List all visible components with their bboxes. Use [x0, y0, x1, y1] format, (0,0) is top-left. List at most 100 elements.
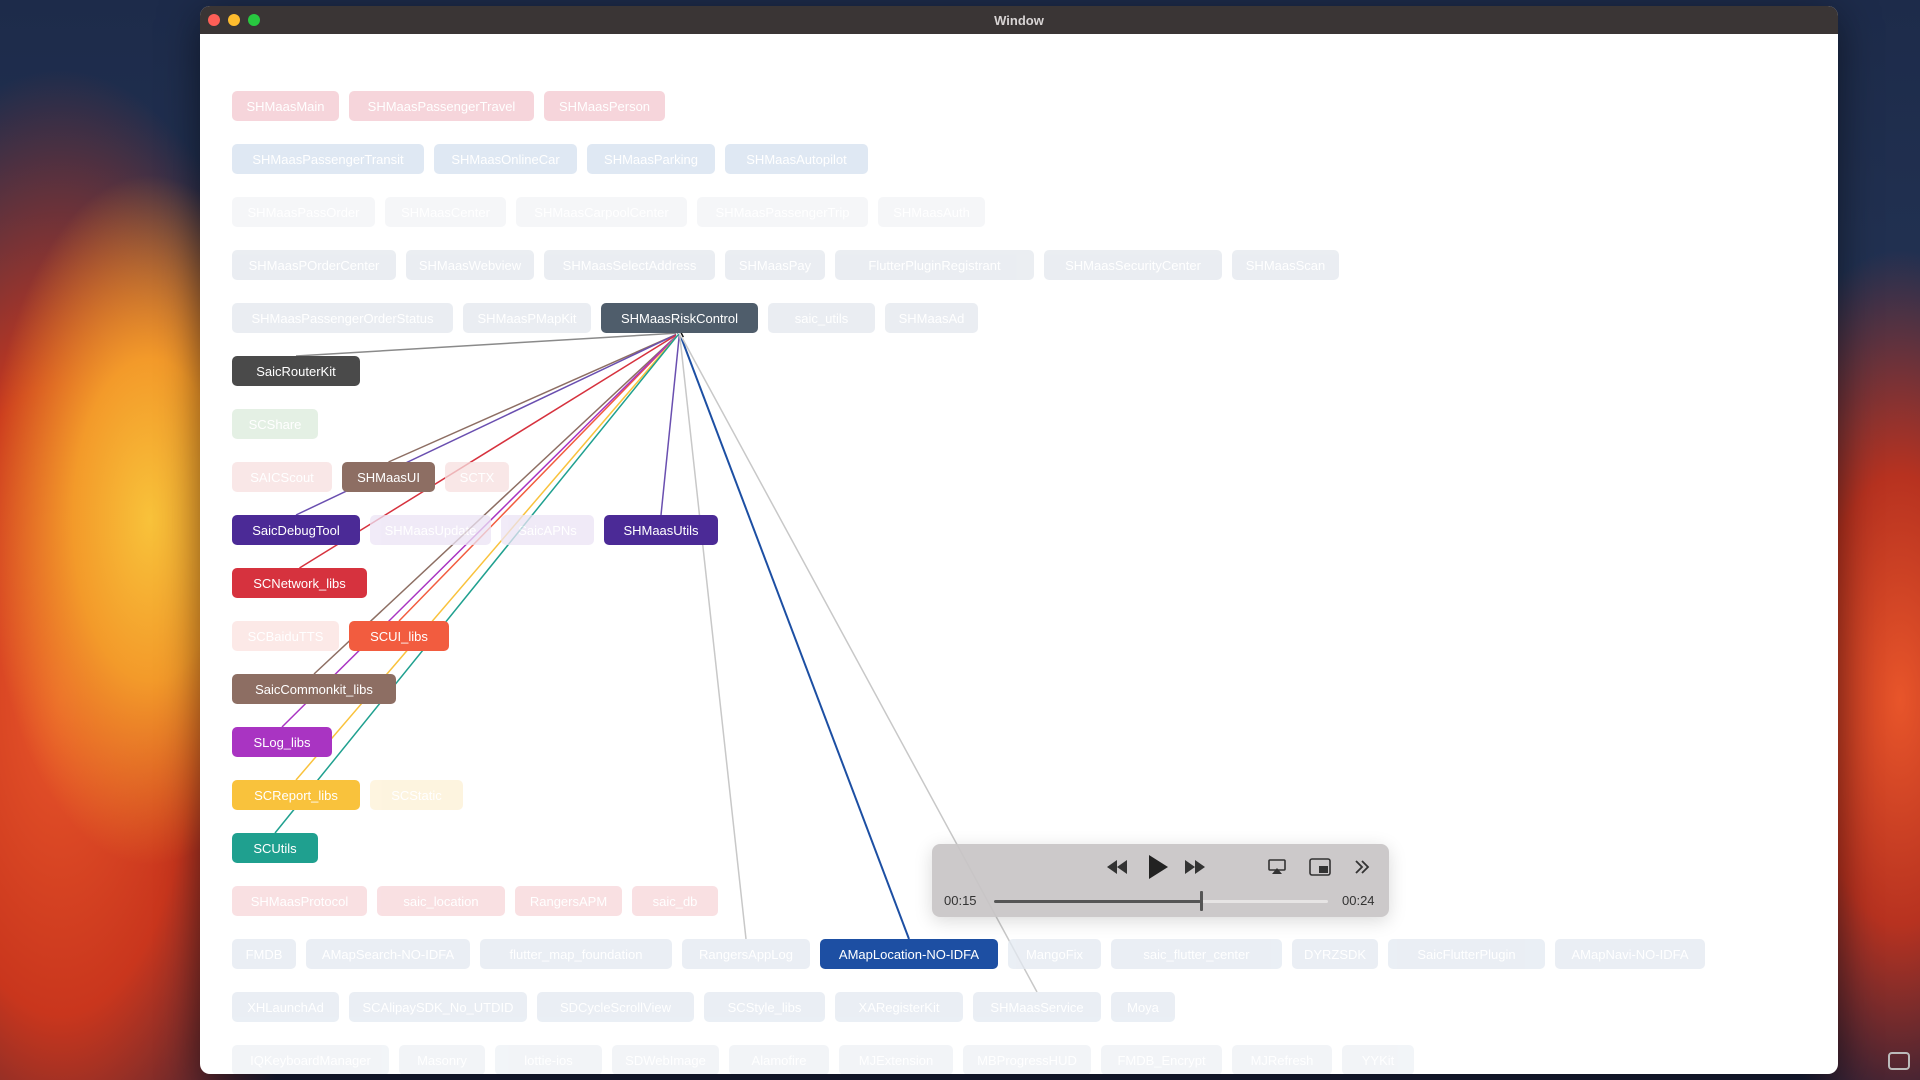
graph-node[interactable]: XHLaunchAd	[232, 992, 339, 1022]
graph-node[interactable]: SCUtils	[232, 833, 318, 863]
graph-node[interactable]: SHMaasService	[973, 992, 1101, 1022]
rewind-button[interactable]	[1102, 854, 1132, 880]
graph-node[interactable]: SHMaasPerson	[544, 91, 665, 121]
graph-node[interactable]: DYRZSDK	[1292, 939, 1378, 969]
graph-node[interactable]: SCAlipaySDK_No_UTDID	[349, 992, 527, 1022]
graph-node[interactable]: SaicAPNs	[501, 515, 594, 545]
video-player-controls: 00:15 00:24	[932, 844, 1389, 917]
graph-node[interactable]: SaicRouterKit	[232, 356, 360, 386]
graph-node[interactable]: SHMaasPassengerTravel	[349, 91, 534, 121]
graph-node[interactable]: SHMaasCenter	[385, 197, 506, 227]
play-button[interactable]	[1142, 850, 1174, 884]
graph-node[interactable]: YYKit	[1342, 1045, 1414, 1074]
graph-node[interactable]: SHMaasScan	[1232, 250, 1339, 280]
graph-node[interactable]: SHMaasSecurityCenter	[1044, 250, 1222, 280]
graph-node[interactable]: SHMaasPay	[725, 250, 825, 280]
graph-node[interactable]: SHMaasWebview	[406, 250, 534, 280]
graph-node[interactable]: SLog_libs	[232, 727, 332, 757]
dependency-graph: SHMaasMain SHMaasPassengerTravel SHMaasPer…	[200, 34, 1838, 1074]
graph-node[interactable]: SDWebImage	[612, 1045, 719, 1074]
graph-node[interactable]: SHMaasCarpoolCenter	[516, 197, 687, 227]
graph-node[interactable]: lottie-ios	[495, 1045, 602, 1074]
graph-node[interactable]: SCBaiduTTS	[232, 621, 339, 651]
graph-node[interactable]: AMapSearch-NO-IDFA	[306, 939, 470, 969]
airplay-button[interactable]	[1266, 856, 1288, 878]
graph-node[interactable]: SHMaasRiskControl	[601, 303, 758, 333]
graph-node[interactable]: SAICScout	[232, 462, 332, 492]
dependency-edge	[678, 332, 910, 940]
graph-node[interactable]: XARegisterKit	[835, 992, 963, 1022]
dependency-edge	[388, 332, 680, 463]
graph-node[interactable]: SHMaasUtils	[604, 515, 718, 545]
progress-fill	[994, 900, 1202, 903]
graph-node[interactable]: SHMaasPassOrder	[232, 197, 375, 227]
maximize-button[interactable]	[248, 14, 260, 26]
graph-node[interactable]: Moya	[1111, 992, 1175, 1022]
graph-node[interactable]: MangoFix	[1008, 939, 1101, 969]
graph-node[interactable]: saic_db	[632, 886, 718, 916]
total-time: 00:24	[1342, 893, 1375, 908]
graph-node[interactable]: FMDB	[232, 939, 296, 969]
graph-node[interactable]: SHMaasSelectAddress	[544, 250, 715, 280]
elapsed-time: 00:15	[944, 893, 977, 908]
minimize-button[interactable]	[228, 14, 240, 26]
graph-node[interactable]: SDCycleScrollView	[537, 992, 694, 1022]
graph-node[interactable]: SHMaasAutopilot	[725, 144, 868, 174]
graph-node[interactable]: SCStatic	[370, 780, 463, 810]
fast-forward-button[interactable]	[1180, 854, 1210, 880]
graph-node[interactable]: SaicDebugTool	[232, 515, 360, 545]
title-bar: Window	[200, 6, 1838, 34]
graph-node[interactable]: SCTX	[445, 462, 509, 492]
graph-node[interactable]: FMDB_Encrypt	[1101, 1045, 1222, 1074]
graph-node[interactable]: SaicFlutterPlugin	[1388, 939, 1545, 969]
window-controls	[208, 14, 260, 26]
dependency-edges	[274, 322, 1038, 993]
graph-node[interactable]: SCStyle_libs	[704, 992, 825, 1022]
graph-node[interactable]: SHMaasPMapKit	[463, 303, 591, 333]
graph-node[interactable]: RangersAppLog	[682, 939, 810, 969]
graph-node[interactable]: SHMaasPassengerTrip	[697, 197, 868, 227]
picture-in-picture-icon	[1309, 858, 1331, 876]
more-options-button[interactable]	[1350, 856, 1374, 878]
graph-node[interactable]: SCNetwork_libs	[232, 568, 367, 598]
dependency-edge	[295, 332, 681, 781]
dependency-edge	[678, 332, 747, 940]
graph-node[interactable]: SHMaasUpdate	[370, 515, 491, 545]
graph-node[interactable]: IQKeyboardManager	[232, 1045, 389, 1074]
graph-node[interactable]: Alamofire	[729, 1045, 829, 1074]
graph-node[interactable]: saic_flutter_center	[1111, 939, 1282, 969]
graph-node[interactable]: SaicCommonkit_libs	[232, 674, 396, 704]
graph-node[interactable]: SHMaasAd	[885, 303, 978, 333]
graph-node[interactable]: saic_utils	[768, 303, 875, 333]
graph-node[interactable]: SHMaasPassengerTransit	[232, 144, 424, 174]
graph-node[interactable]: saic_location	[377, 886, 505, 916]
graph-node[interactable]: Masonry	[399, 1045, 485, 1074]
graph-node[interactable]: AMapNavi-NO-IDFA	[1555, 939, 1705, 969]
graph-node[interactable]: SHMaasProtocol	[232, 886, 367, 916]
graph-node[interactable]: SHMaasParking	[587, 144, 715, 174]
graph-node[interactable]: MBProgressHUD	[963, 1045, 1091, 1074]
graph-node[interactable]: MJRefresh	[1232, 1045, 1332, 1074]
graph-node[interactable]: SHMaasMain	[232, 91, 339, 121]
play-icon	[1149, 855, 1168, 879]
graph-node[interactable]: SHMaasPOrderCenter	[232, 250, 396, 280]
dependency-edge	[660, 332, 681, 516]
graph-node[interactable]: SCShare	[232, 409, 318, 439]
graph-node[interactable]: SHMaasAuth	[878, 197, 985, 227]
picture-in-picture-button[interactable]	[1307, 855, 1333, 879]
dependency-edge	[295, 332, 680, 357]
progress-handle[interactable]	[1200, 891, 1204, 911]
graph-node[interactable]: SCUI_libs	[349, 621, 449, 651]
graph-node[interactable]: RangersAPM	[515, 886, 622, 916]
graph-node[interactable]: MJExtension	[839, 1045, 953, 1074]
graph-node[interactable]: FlutterPluginRegistrant	[835, 250, 1034, 280]
progress-slider[interactable]	[994, 891, 1328, 911]
graph-node[interactable]: SHMaasPassengerOrderStatus	[232, 303, 453, 333]
graph-node[interactable]: AMapLocation-NO-IDFA	[820, 939, 998, 969]
graph-node[interactable]: SCReport_libs	[232, 780, 360, 810]
graph-node[interactable]: SHMaasOnlineCar	[434, 144, 577, 174]
close-button[interactable]	[208, 14, 220, 26]
graph-node[interactable]: flutter_map_foundation	[480, 939, 672, 969]
graph-node[interactable]: SHMaasUI	[342, 462, 435, 492]
